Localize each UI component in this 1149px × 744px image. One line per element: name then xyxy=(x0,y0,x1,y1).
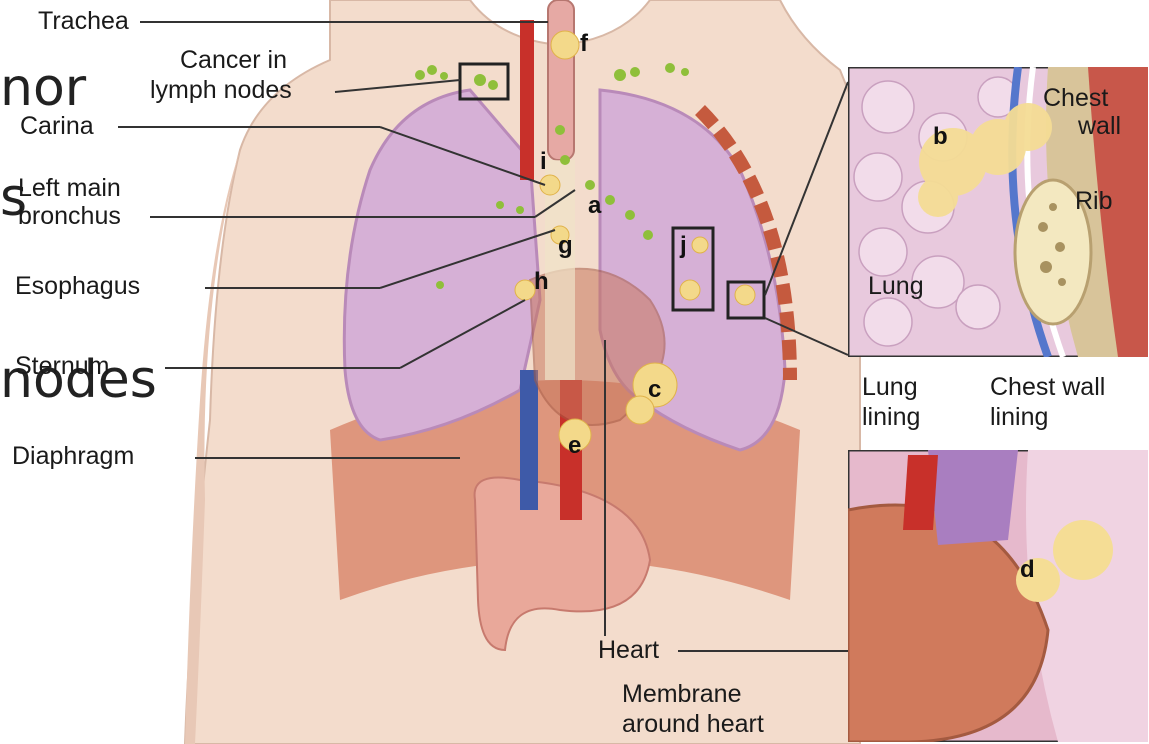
letter-c: c xyxy=(648,376,661,404)
trachea-tube xyxy=(548,0,574,160)
label-cancer-lymph-1: Cancer in xyxy=(180,47,287,74)
label-chest-wall-lining-1: Chest wall xyxy=(990,374,1105,401)
label-heart: Heart xyxy=(598,637,659,664)
letter-d: d xyxy=(1020,556,1035,584)
label-esophagus: Esophagus xyxy=(15,273,140,300)
letter-a: a xyxy=(588,192,601,220)
label-chest-wall-2: wall xyxy=(1078,113,1121,140)
label-trachea: Trachea xyxy=(38,8,129,35)
letter-h: h xyxy=(534,268,549,296)
label-membrane-2: around heart xyxy=(622,711,764,738)
heart-inset xyxy=(848,450,1148,742)
aorta xyxy=(520,20,534,180)
label-lung-lining-2: lining xyxy=(862,404,920,431)
label-left-main-1: Left main xyxy=(18,175,121,202)
letter-e: e xyxy=(568,432,581,460)
letter-b: b xyxy=(933,123,948,151)
label-rib: Rib xyxy=(1075,188,1113,215)
label-lung-inset: Lung xyxy=(868,273,924,300)
label-carina: Carina xyxy=(20,113,94,140)
label-chest-wall-lining-2: lining xyxy=(990,404,1048,431)
label-chest-wall-1: Chest xyxy=(1043,85,1108,112)
label-cancer-lymph-2: lymph nodes xyxy=(150,77,292,104)
label-sternum: Sternum xyxy=(15,353,109,380)
label-membrane-1: Membrane xyxy=(622,681,742,708)
letter-g: g xyxy=(558,232,573,260)
label-diaphragm: Diaphragm xyxy=(12,443,134,470)
letter-j: j xyxy=(680,232,687,260)
slide-fragment-1: nor xyxy=(0,58,86,118)
letter-i: i xyxy=(540,148,547,176)
vena-cava xyxy=(520,370,538,510)
label-lung-lining-1: Lung xyxy=(862,374,918,401)
letter-f: f xyxy=(580,30,588,58)
label-left-main-2: bronchus xyxy=(18,203,121,230)
